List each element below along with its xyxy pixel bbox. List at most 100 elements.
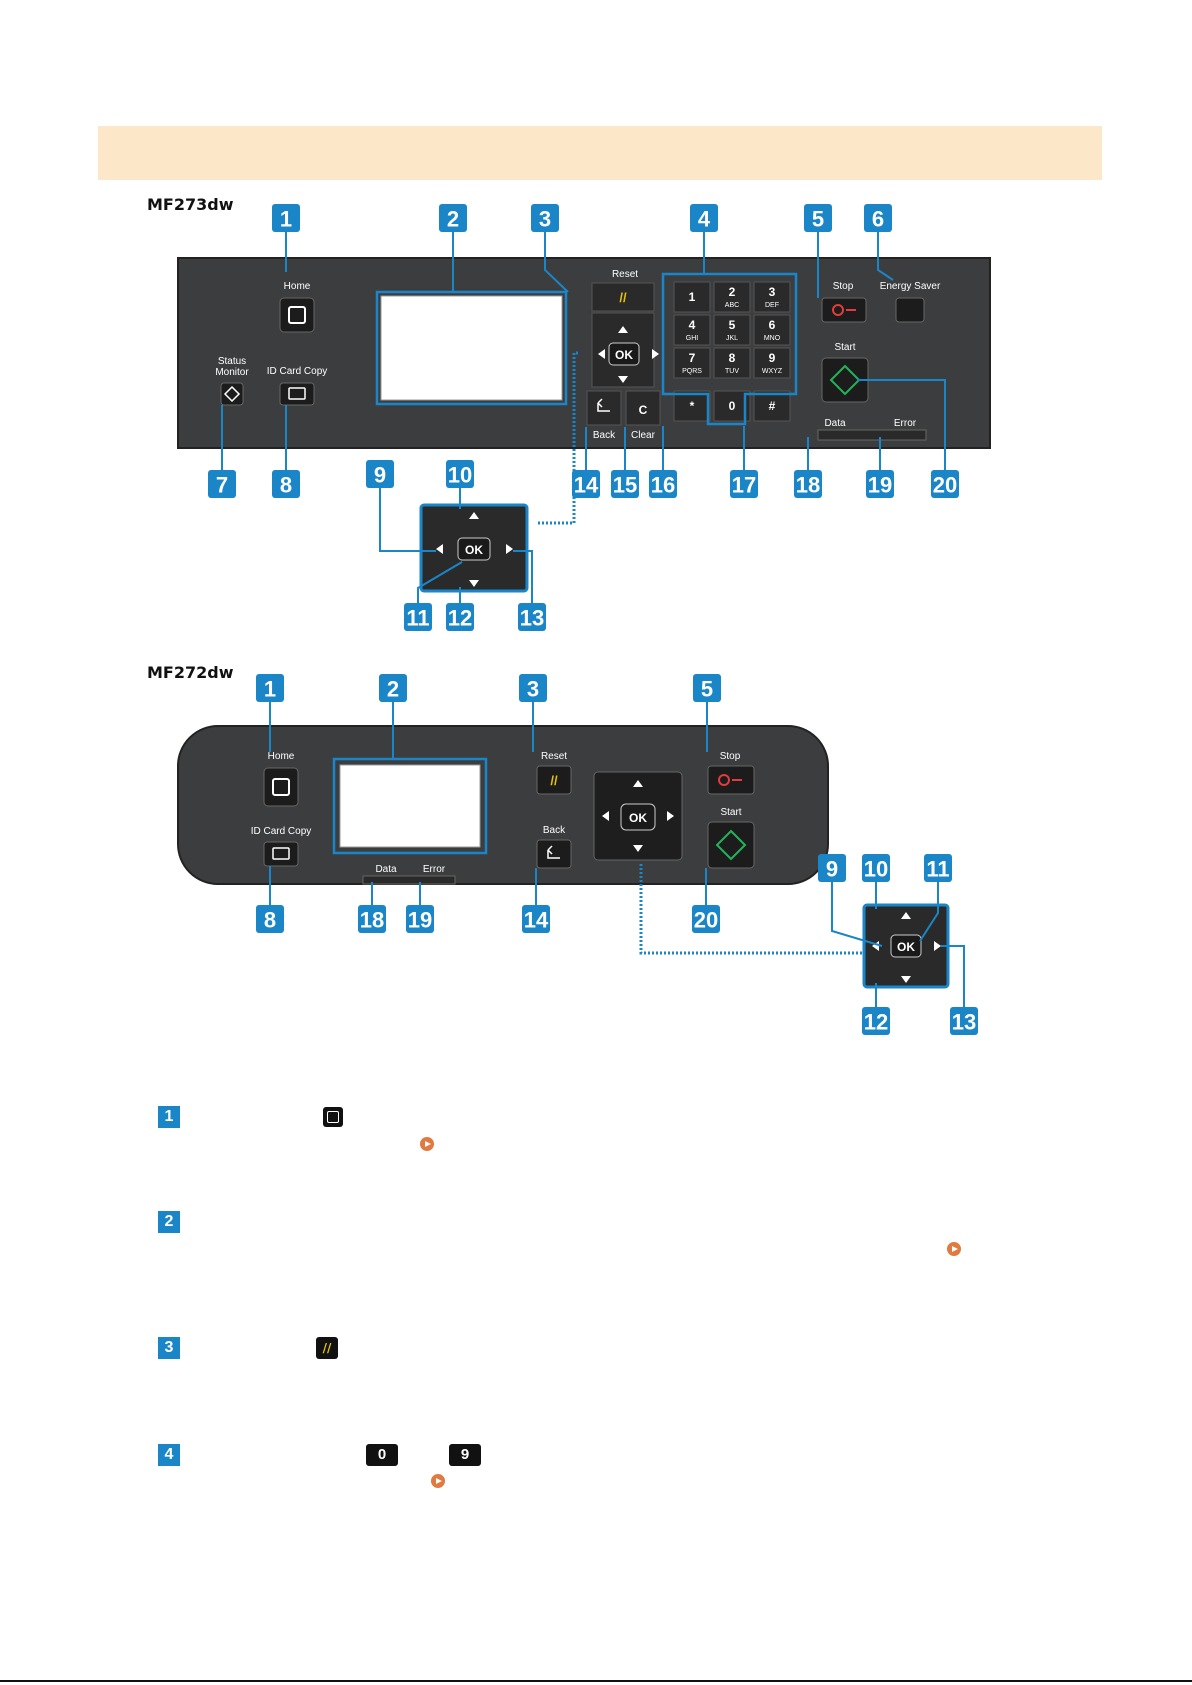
callout-marker: 12 [446,603,474,631]
callout-marker: 4 [690,204,718,232]
link-arrow-icon[interactable] [431,1474,445,1488]
back-label: Back [593,430,616,441]
link-arrow-icon[interactable] [947,1242,961,1256]
keypad-key[interactable]: 1 [673,281,711,313]
nav-left-icon-2[interactable] [602,811,609,821]
callout-marker: 5 [804,204,832,232]
start-button-2[interactable] [707,821,755,869]
nav-up-icon-2[interactable] [633,780,643,787]
callout-leader [941,945,965,1007]
zoom-left-icon [436,544,443,554]
callout-marker: 12 [862,1007,890,1035]
callout-leader [417,561,463,603]
keypad-key-number: # [769,399,776,413]
callout-number: 9 [826,857,838,882]
keypad-key-letters: ABC [725,302,739,309]
mf273dw-display [380,295,563,401]
callout-number: 1 [280,207,292,232]
start-icon [829,364,861,396]
callout-marker: 17 [730,470,758,498]
start-icon-2 [715,829,747,861]
nav-zoom-dotted-leader [536,351,578,525]
callout-number: 7 [216,473,228,498]
keypad-key[interactable]: * [673,390,711,422]
ok-button-2[interactable] [620,803,656,831]
reset-label: Reset [612,269,638,280]
callout-number: 13 [520,606,544,631]
callout-marker: 14 [572,470,600,498]
ok-label: OK [615,348,633,362]
status-monitor-button[interactable] [220,382,244,406]
callout-number: 18 [360,908,384,933]
back-button-2[interactable] [536,839,572,869]
stop-label-2: Stop [720,751,741,762]
callout-marker: 8 [256,905,284,933]
nav-right-icon[interactable] [652,349,659,359]
home-button[interactable] [279,297,315,333]
status-indicator-strip-2 [362,875,456,885]
callout-leader [513,550,533,603]
callout-number: 3 [527,677,539,702]
id-card-copy-button[interactable] [279,382,315,406]
nav-left-icon[interactable] [598,349,605,359]
reset-icon: // [619,290,627,305]
data-label: Data [824,418,846,429]
list-badge-2: 2 [158,1211,180,1233]
callout-leader [857,379,946,470]
list-badge-1: 1 [158,1106,180,1128]
ok-button[interactable] [608,342,640,366]
callout-leader [544,232,569,293]
keypad-highlight [661,272,798,426]
nav-down-icon-2[interactable] [633,845,643,852]
energy-saver-button[interactable] [895,297,925,323]
nav-right-icon-2[interactable] [667,811,674,821]
nav-down-icon[interactable] [618,376,628,383]
zoom-ok-label-2: OK [897,940,915,954]
reset-button[interactable] [591,282,655,312]
callout-number: 2 [447,207,459,232]
keypad-key[interactable]: # [753,390,791,422]
reset-icon-2: // [550,773,558,788]
clear-button[interactable] [625,390,661,426]
callout-marker: 20 [931,470,959,498]
stop-icon-2 [718,774,730,786]
link-arrow-icon[interactable] [420,1137,434,1151]
stop-label: Stop [833,281,854,292]
nav-up-icon[interactable] [618,326,628,333]
keypad-key-number: 4 [689,318,696,332]
callout-marker: 3 [519,674,547,702]
callout-number: 13 [952,1010,976,1035]
callout-marker: 2 [439,204,467,232]
callout-number: 5 [701,677,713,702]
callout-number: 14 [524,908,549,933]
callout-marker: 13 [950,1007,978,1035]
zoom-ok-button [457,537,491,561]
stop-button-2[interactable] [707,765,755,795]
id-card-icon [288,387,306,400]
callout-marker: 13 [518,603,546,631]
id-card-copy-button-2[interactable] [263,841,299,867]
back-icon-2 [547,845,560,859]
back-button[interactable] [586,390,622,426]
callout-leader [831,882,883,947]
keypad-key-number: * [690,399,695,413]
section-header-banner [98,126,1102,180]
callout-leaders [221,232,965,1007]
callout-number: 8 [280,473,292,498]
error-label: Error [894,418,917,429]
reset-icon-inline: // [316,1337,338,1359]
home-button-2[interactable] [263,767,299,807]
keypad-key-number: 9 [769,351,776,365]
callout-number: 5 [812,207,824,232]
callout-number: 10 [864,857,888,882]
reset-button-2[interactable] [536,765,572,795]
